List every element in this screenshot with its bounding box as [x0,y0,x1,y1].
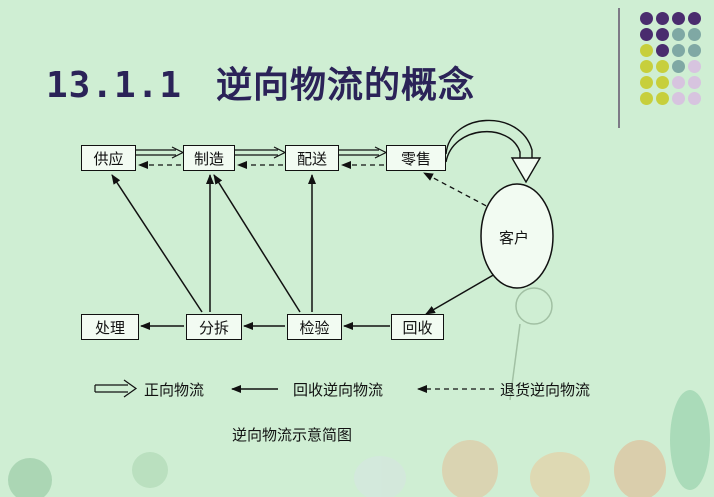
decorative-dot [688,28,701,41]
node-disposal-label: 处理 [94,318,125,337]
decorative-dot [672,28,685,41]
decorative-dot [640,60,653,73]
decorative-dot [640,44,653,57]
decorative-dot [640,92,653,105]
decorative-dot [656,28,669,41]
arrow-customer-recovery [425,269,503,315]
decorative-dot [656,44,669,57]
arrow-inspection-manufacture [213,174,301,313]
decorative-dot [640,12,653,25]
node-customer-label: 客户 [499,229,530,247]
node-disposal: 处理 [81,314,139,340]
decorative-dot [656,60,669,73]
node-distribution-label: 配送 [296,149,327,168]
arrow-disassembly-supply [111,174,203,313]
decorative-dot [672,92,685,105]
diagram-caption: 逆向物流示意简图 [232,426,353,444]
node-recovery: 回收 [391,314,444,340]
decorative-dot [688,76,701,89]
decorative-dot [688,12,701,25]
decorative-dot [672,60,685,73]
decorative-dot [656,12,669,25]
title-text: 逆向物流的概念 [216,65,476,106]
decorative-dot [672,12,685,25]
curved-arrow-retail-customer [445,119,542,184]
node-manufacture: 制造 [183,145,235,171]
decorative-dot [640,76,653,89]
legend-return-label: 退货逆向物流 [500,381,591,399]
decorative-scenery [8,287,710,497]
node-inspection: 检验 [287,314,342,340]
decorative-dot [672,44,685,57]
node-supply-label: 供应 [93,149,124,168]
legend-forward-label: 正向物流 [144,381,205,399]
forward-arrow-manufacture-distribution [235,146,287,159]
node-disassembly: 分拆 [186,314,242,340]
decorative-dot [688,60,701,73]
decorative-dot [656,92,669,105]
dashed-arrow-customer-retail [423,172,495,211]
forward-arrow-supply-manufacture [136,146,185,159]
node-retail-label: 零售 [400,149,431,168]
forward-arrow-distribution-retail [339,146,388,159]
node-inspection-label: 检验 [299,318,330,337]
divider-line [618,8,620,128]
section-number: 13.1.1 [46,65,183,106]
node-recovery-label: 回收 [402,318,433,337]
node-manufacture-label: 制造 [193,149,224,168]
decorative-dot [688,92,701,105]
page-title: 13.1.1 逆向物流的概念 [46,56,475,108]
decorative-dot [672,76,685,89]
legend-recovery-label: 回收逆向物流 [293,381,384,399]
decorative-dot [688,44,701,57]
node-disassembly-label: 分拆 [198,318,229,337]
node-distribution: 配送 [285,145,339,171]
node-retail: 零售 [386,145,446,171]
customer-node-shape [480,183,554,289]
legend-forward-symbol [94,379,138,398]
decorative-dot [640,28,653,41]
decorative-dot [656,76,669,89]
node-supply: 供应 [81,145,136,171]
